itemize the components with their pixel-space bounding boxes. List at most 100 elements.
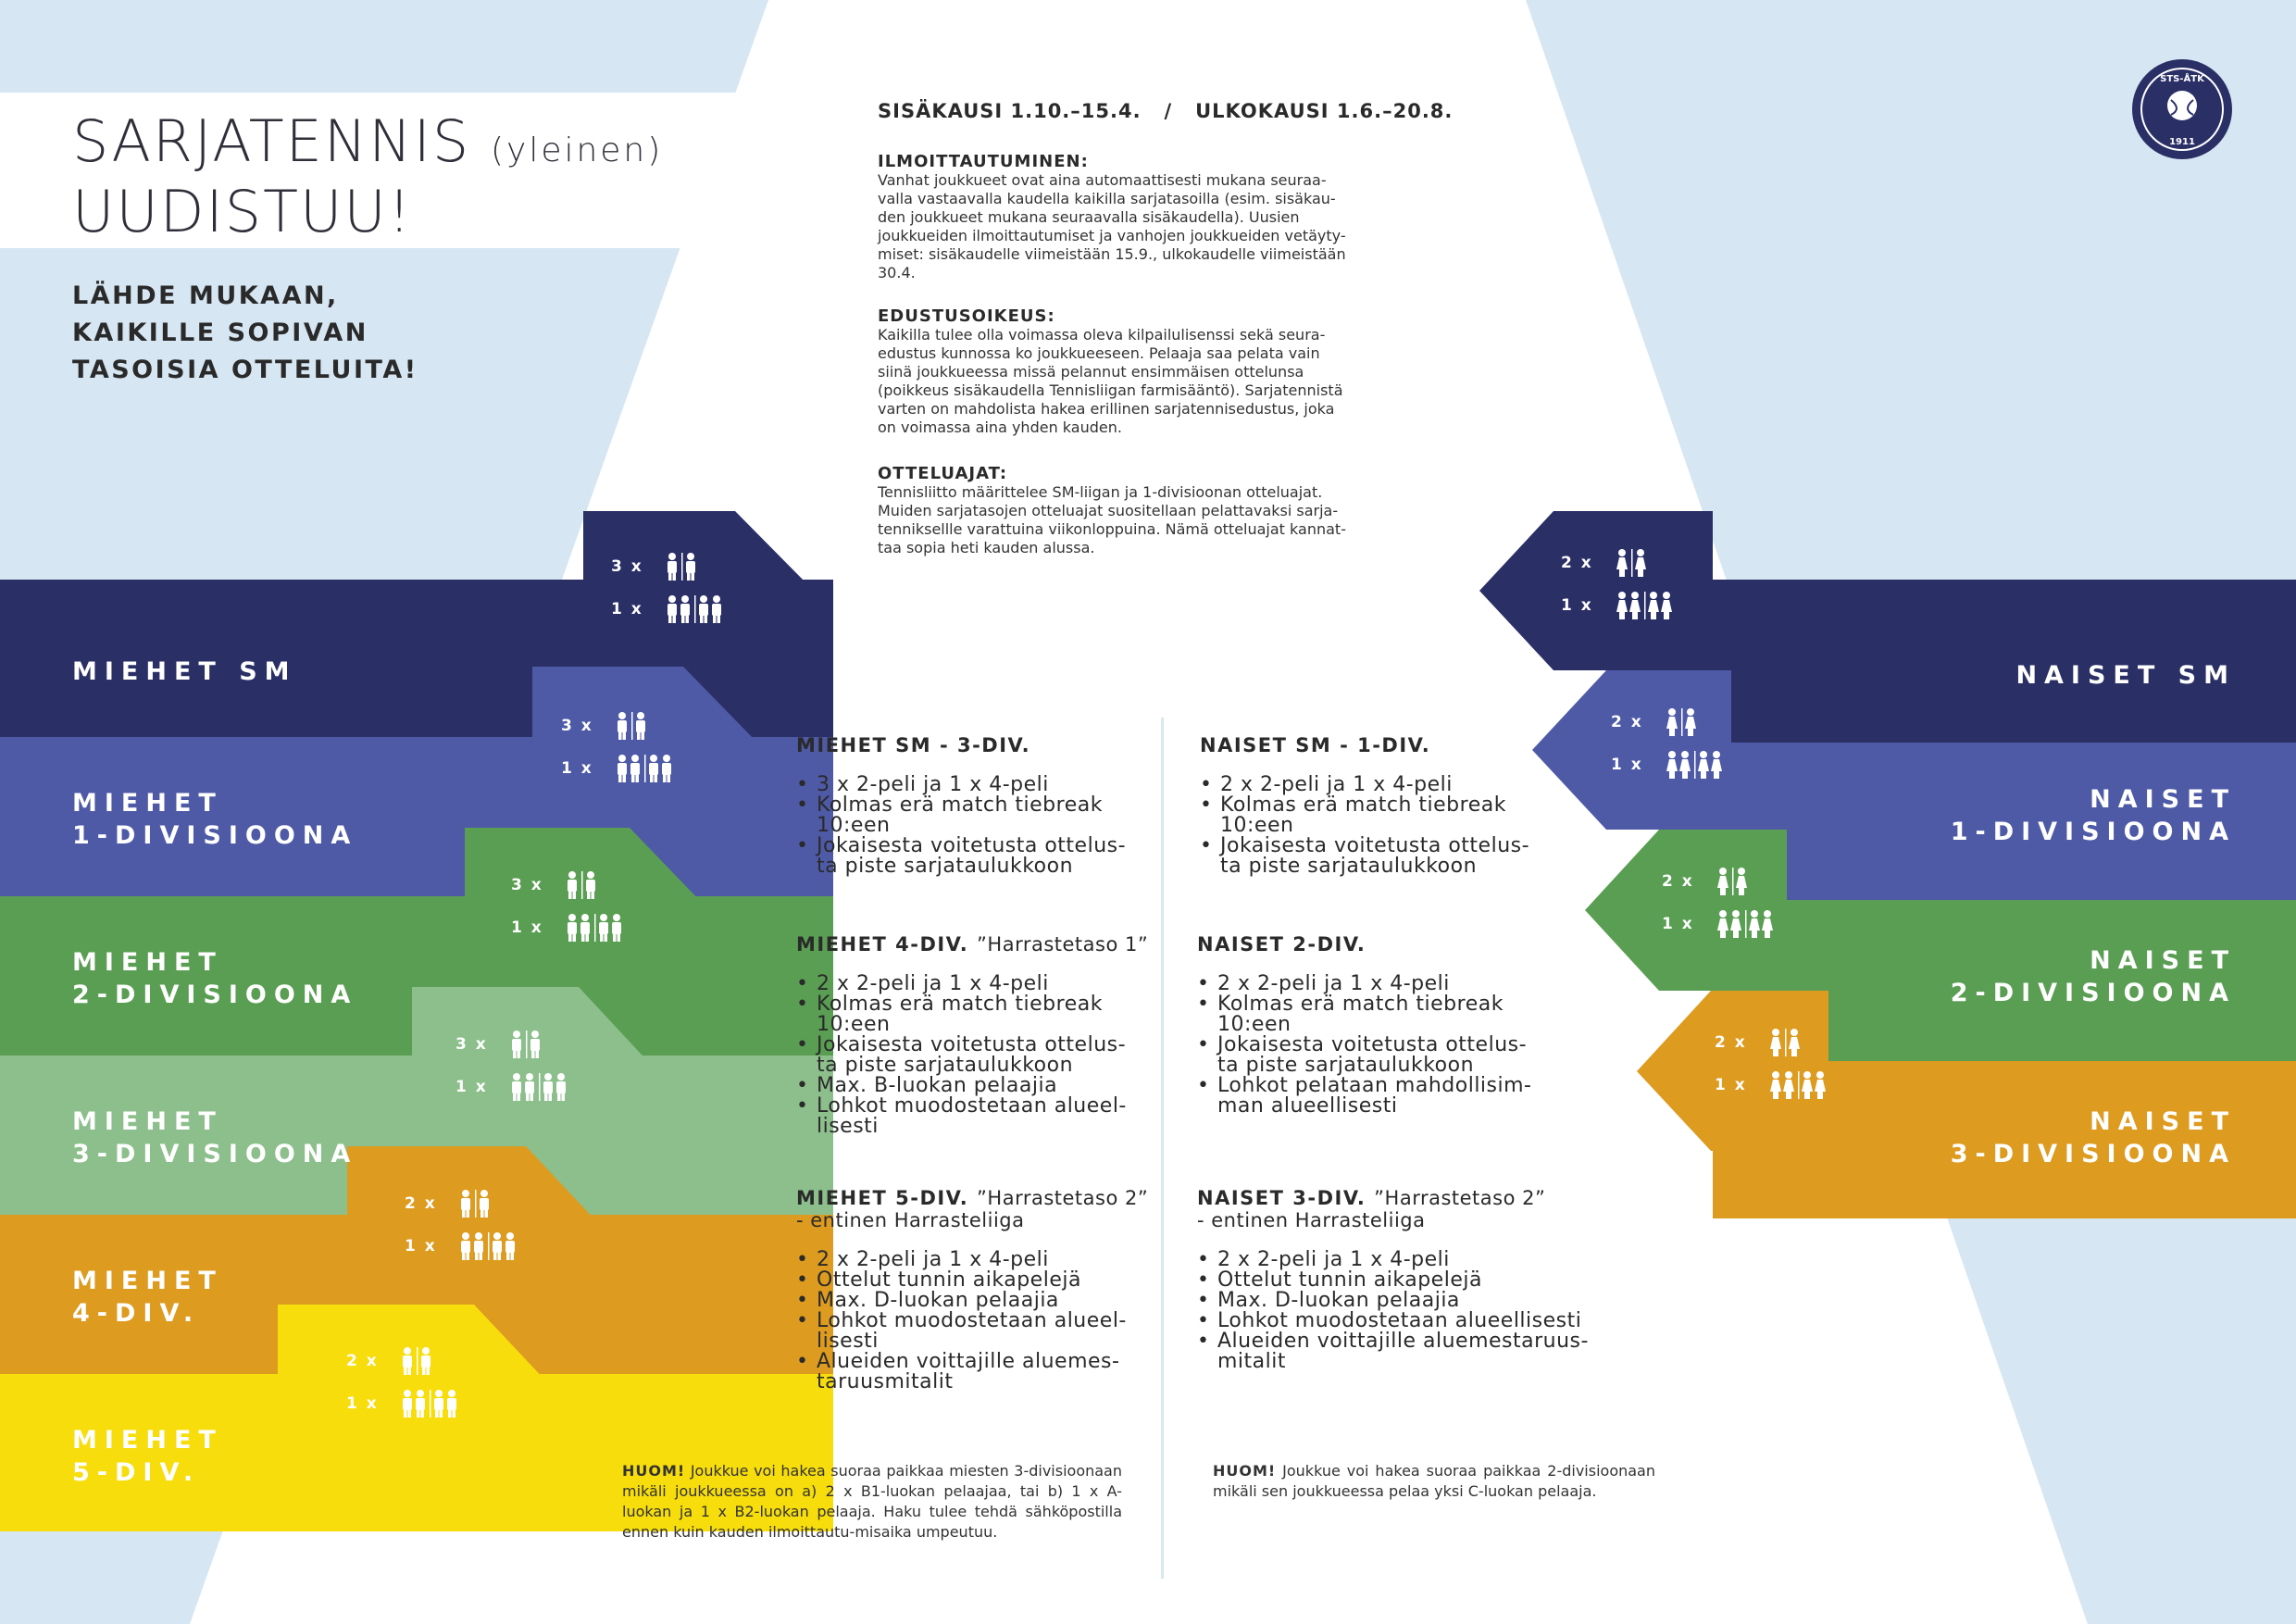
rule-item: Jokaisesta voitetusta ottelus-ta piste s… xyxy=(796,1035,1204,1076)
rule-line: 10:een xyxy=(817,814,891,837)
info-line: on voimassa aina yhden kauden. xyxy=(878,418,1122,436)
rule-line: Kolmas erä match tiebreak xyxy=(1220,793,1506,817)
rule-item: Alueiden voittajille aluemes-taruusmital… xyxy=(796,1352,1204,1393)
info-line: tenniksellle varattuina viikonloppuina. … xyxy=(878,520,1346,538)
rule-line: Alueiden voittajille aluemestaruus- xyxy=(1217,1330,1589,1353)
division-name: MIEHET SM - 3-DIV. xyxy=(796,734,1031,756)
men-arrow xyxy=(583,511,809,663)
info-heading: OTTELUAJAT: xyxy=(878,464,1008,483)
rule-line: taruusmitalit xyxy=(817,1370,954,1393)
band-label-line: NAISET xyxy=(2090,946,2236,975)
tagline-line: TASOISIA OTTELUITA! xyxy=(72,356,418,384)
division-title: MIEHET SM - 3-DIV. xyxy=(796,734,1204,756)
male-players-icon xyxy=(668,595,721,623)
season-separator: / xyxy=(1164,100,1173,122)
rule-line: 10:een xyxy=(817,1013,891,1036)
info-line: varten on mahdolista hakea erillinen sar… xyxy=(878,400,1335,418)
rule-line: Lohkot muodostetaan alueellisesti xyxy=(1217,1309,1582,1332)
band-label-line: MIEHET xyxy=(72,1426,223,1455)
division-rules: 2 x 2-peli ja 1 x 4-peliKolmas erä match… xyxy=(796,974,1204,1137)
info-line: taa sopia heti kauden alussa. xyxy=(878,539,1095,556)
male-players-icon xyxy=(461,1232,515,1260)
rule-item: 2 x 2-peli ja 1 x 4-peli xyxy=(1197,1250,1604,1271)
info-line: Tennisliitto määrittelee SM-liigan ja 1-… xyxy=(878,483,1323,501)
band-label-line: MIEHET xyxy=(72,789,223,818)
rule-line: Jokaisesta voitetusta ottelus- xyxy=(1220,834,1530,857)
note-men: HUOM! Joukkue voi hakea suoraa paikkaa m… xyxy=(622,1461,1122,1543)
division-title: NAISET SM - 1-DIV. xyxy=(1200,734,1607,756)
column-divider xyxy=(1161,718,1164,1579)
rule-item: Lohkot muodostetaan alueellisesti xyxy=(1197,1309,1604,1332)
doubles-count: 1 x xyxy=(405,1237,437,1255)
rule-line: Lohkot muodostetaan alueel- xyxy=(817,1094,1127,1118)
men-division-section: MIEHET SM - 3-DIV.3 x 2-peli ja 1 x 4-pe… xyxy=(796,734,1204,877)
doubles-count: 1 x xyxy=(561,759,593,778)
rule-item: 2 x 2-peli ja 1 x 4-peli xyxy=(1200,775,1607,796)
rule-item: Jokaisesta voitetusta ottelus-ta piste s… xyxy=(1197,1035,1604,1076)
info-line: valla vastaavalla kaudella kaikilla sarj… xyxy=(878,190,1336,207)
female-players-icon xyxy=(1666,751,1722,779)
rule-item: 2 x 2-peli ja 1 x 4-peli xyxy=(1197,972,1604,995)
women-band xyxy=(1713,580,2296,743)
tagline-line: KAIKILLE SOPIVAN xyxy=(72,319,368,347)
rule-line: Kolmas erä match tiebreak xyxy=(817,993,1103,1016)
female-players-icon xyxy=(1770,1071,1826,1099)
rule-item: Alueiden voittajille aluemestaruus-mital… xyxy=(1197,1331,1604,1372)
band-label-line: 3-DIVISIOONA xyxy=(72,1140,358,1168)
division-tier-note: - entinen Harrasteliiga xyxy=(1197,1209,1426,1231)
info-line: Vanhat joukkueet ovat aina automaattises… xyxy=(878,171,1327,189)
division-rules: 2 x 2-peli ja 1 x 4-peliKolmas erä match… xyxy=(1197,974,1604,1117)
male-players-icon xyxy=(512,1031,540,1058)
singles-count: 2 x xyxy=(1715,1033,1747,1052)
note-text: Joukkue voi hakea suoraa paikkaa miesten… xyxy=(622,1462,1122,1541)
singles-count: 3 x xyxy=(611,557,643,576)
rule-line: 10:een xyxy=(1217,1013,1292,1036)
singles-count: 2 x xyxy=(405,1194,437,1213)
doubles-count: 1 x xyxy=(1561,596,1593,615)
rule-item: Lohkot muodostetaan alueel-lisesti xyxy=(796,1311,1204,1352)
info-representation: EDUSTUSOIKEUS: Kaikilla tulee olla voima… xyxy=(878,307,1416,437)
men-arrow xyxy=(412,987,653,1145)
male-players-icon xyxy=(512,1073,566,1101)
band-label-line: NAISET xyxy=(2090,785,2236,814)
band-label-line: 1-DIVISIOONA xyxy=(1950,818,2236,846)
men-division-section: MIEHET 5-DIV. ”Harrastetaso 2”- entinen … xyxy=(796,1187,1204,1393)
division-name: MIEHET 5-DIV. xyxy=(796,1187,969,1209)
info-registration: ILMOITTAUTUMINEN: Vanhat joukkueet ovat … xyxy=(878,153,1416,282)
male-players-icon xyxy=(618,712,645,740)
title-box xyxy=(0,93,741,248)
rule-line: ta piste sarjataulukkoon xyxy=(817,855,1074,878)
singles-count: 2 x xyxy=(1611,713,1643,731)
doubles-count: 1 x xyxy=(455,1078,488,1096)
women-division-section: NAISET SM - 1-DIV. 2 x 2-peli ja 1 x 4-pe… xyxy=(1200,734,1607,877)
rule-line: Kolmas erä match tiebreak xyxy=(1217,993,1504,1016)
doubles-count: 1 x xyxy=(1715,1076,1747,1094)
male-players-icon xyxy=(618,755,671,782)
rule-item: 2 x 2-peli ja 1 x 4-peli xyxy=(796,1250,1204,1271)
rule-item: Ottelut tunnin aikapelejä xyxy=(796,1270,1204,1292)
male-players-icon xyxy=(568,914,621,942)
division-tier-note: - entinen Harrasteliiga xyxy=(796,1209,1025,1231)
singles-count: 2 x xyxy=(346,1352,379,1370)
band-label-line: MIEHET xyxy=(72,948,223,977)
women-band xyxy=(1713,743,2296,900)
doubles-count: 1 x xyxy=(346,1394,379,1413)
division-tier: ”Harrastetaso 2” xyxy=(1374,1187,1546,1209)
note-women: HUOM! Joukkue voi hakea suoraa paikkaa 2… xyxy=(1213,1461,1655,1502)
rule-line: 2 x 2-peli ja 1 x 4-peli xyxy=(1217,972,1450,995)
logo-text: STS-ÅTK xyxy=(2160,72,2205,84)
women-arrow xyxy=(1637,991,1828,1151)
male-players-icon xyxy=(668,553,695,581)
rule-line: Max. D-luokan pelaajia xyxy=(1217,1289,1460,1312)
rule-line: lisesti xyxy=(817,1115,879,1138)
info-line: miset: sisäkaudelle viimeistään 15.9., u… xyxy=(878,245,1346,263)
info-line: Muiden sarjatasojen otteluajat suositell… xyxy=(878,502,1339,519)
doubles-count: 1 x xyxy=(1662,915,1694,933)
title-line2: UUDISTUU! xyxy=(72,178,413,245)
doubles-count: 1 x xyxy=(611,600,643,618)
rule-line: ta piste sarjataulukkoon xyxy=(1220,855,1478,878)
